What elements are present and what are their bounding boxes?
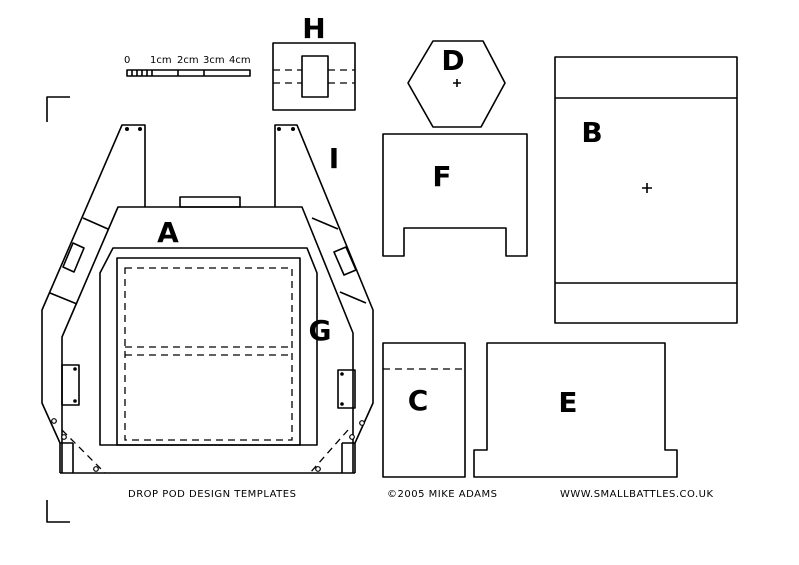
- label-i: I: [329, 142, 339, 175]
- scale-label-1cm: 1cm: [150, 55, 172, 66]
- footer-url: WWW.SMALLBATTLES.CO.UK: [560, 489, 714, 500]
- label-h: H: [302, 12, 325, 45]
- scale-label-0: 0: [124, 55, 130, 66]
- label-e: E: [558, 386, 577, 419]
- label-b: B: [581, 116, 602, 149]
- piece-e: E: [473, 342, 678, 478]
- footer-title: DROP POD DESIGN TEMPLATES: [128, 489, 296, 500]
- footer-copyright: ©2005 MIKE ADAMS: [387, 489, 497, 500]
- scale-label-4cm: 4cm: [229, 55, 251, 66]
- piece-f: F: [382, 133, 528, 257]
- label-a: A: [157, 216, 179, 249]
- piece-b: B: [554, 56, 738, 324]
- scale-label-2cm: 2cm: [177, 55, 199, 66]
- label-f: F: [432, 160, 451, 193]
- piece-a: A G: [51, 196, 365, 474]
- label-g: G: [309, 314, 332, 347]
- piece-h: H: [272, 12, 356, 111]
- scale-bar: 0 1cm 2cm 3cm 4cm: [124, 55, 251, 77]
- piece-c: C: [382, 342, 466, 478]
- piece-i-arms: I: [41, 124, 374, 444]
- crop-mark-bottom-left: [46, 500, 70, 523]
- scale-label-3cm: 3cm: [203, 55, 225, 66]
- label-d: D: [441, 44, 464, 77]
- label-c: C: [408, 384, 429, 417]
- piece-d: D: [407, 40, 506, 128]
- crop-mark-top-left: [46, 96, 70, 122]
